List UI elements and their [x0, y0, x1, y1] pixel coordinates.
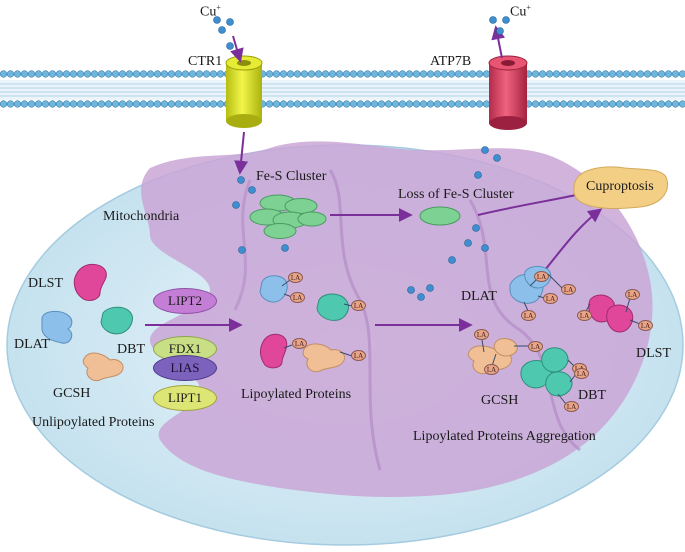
aggregated-gcsh	[467, 338, 518, 375]
crista-fold	[468, 199, 581, 452]
la-tag: LA	[484, 364, 499, 375]
unlipoylated-proteins-label: Unlipoylated Proteins	[32, 415, 155, 430]
lipoylated-gcsh	[302, 343, 345, 373]
atp7b-label: ATP7B	[430, 54, 472, 69]
dlat-label: DLAT	[14, 337, 50, 352]
ctr1-channel	[225, 55, 263, 128]
copper-ions	[213, 16, 510, 301]
lipoylated-proteins-label: Lipoylated Proteins	[241, 387, 352, 402]
la-tag: LA	[292, 338, 307, 349]
cu-ion-label-top: Cu+	[200, 3, 221, 20]
la-tag: LA	[288, 272, 303, 283]
lost-fe-s-cluster	[419, 206, 461, 226]
dlat-protein	[41, 310, 73, 344]
fe-s-cluster-label: Fe-S Cluster	[256, 169, 327, 184]
aggregate-gcsh-label: GCSH	[481, 393, 519, 408]
mitochondria-label: Mitochondria	[103, 209, 180, 224]
cuproptosis-label: Cuproptosis	[586, 179, 654, 194]
cuproptosis-cell	[573, 166, 669, 210]
la-tag: LA	[534, 271, 549, 282]
la-tag: LA	[638, 320, 653, 331]
aggregation-label: Lipoylated Proteins Aggregation	[413, 429, 596, 444]
la-tag: LA	[577, 310, 592, 321]
aggregate-dlst-label: DLST	[636, 346, 671, 361]
la-tag: LA	[351, 300, 366, 311]
lipt1-enzyme: LIPT1	[153, 385, 217, 411]
la-tag: LA	[625, 289, 640, 300]
ctr1-label: CTR1	[188, 54, 223, 69]
la-tag: LA	[290, 292, 305, 303]
arrow-cu-import-bottom	[234, 131, 249, 175]
loss-fe-s-cluster-label: Loss of Fe-S Cluster	[398, 187, 514, 202]
cu-ion-label-export: Cu+	[510, 3, 531, 20]
arrow-aggregation-to-cuproptosis	[544, 208, 603, 271]
aggregated-dbt	[520, 347, 573, 397]
cell-membrane	[0, 70, 685, 110]
lipoylated-dlst	[260, 333, 288, 369]
gcsh-label: GCSH	[53, 386, 91, 401]
lipt2-enzyme: LIPT2	[153, 288, 217, 314]
lipoylated-dlat	[259, 275, 288, 303]
lipoylated-dbt	[316, 293, 349, 321]
fe-s-cluster	[249, 194, 327, 239]
lias-enzyme: LIAS	[153, 355, 217, 381]
la-tag: LA	[474, 329, 489, 340]
aggregate-dbt-label: DBT	[578, 388, 606, 403]
arrow-cu-import-top	[230, 35, 244, 63]
la-tag: LA	[561, 284, 576, 295]
atp7b-channel	[488, 55, 528, 130]
la-tag: LA	[543, 293, 558, 304]
la-tag: LA	[521, 310, 536, 321]
aggregate-dlat-label: DLAT	[461, 289, 497, 304]
la-tag: LA	[351, 350, 366, 361]
crista-fold	[233, 179, 252, 311]
gcsh-protein	[82, 352, 124, 382]
la-tag: LA	[574, 368, 589, 379]
dlst-label: DLST	[28, 276, 63, 291]
dbt-protein	[100, 306, 133, 335]
la-tag: LA	[528, 341, 543, 352]
la-tag: LA	[564, 401, 579, 412]
dbt-label: DBT	[117, 342, 145, 357]
dlst-protein	[73, 263, 107, 301]
